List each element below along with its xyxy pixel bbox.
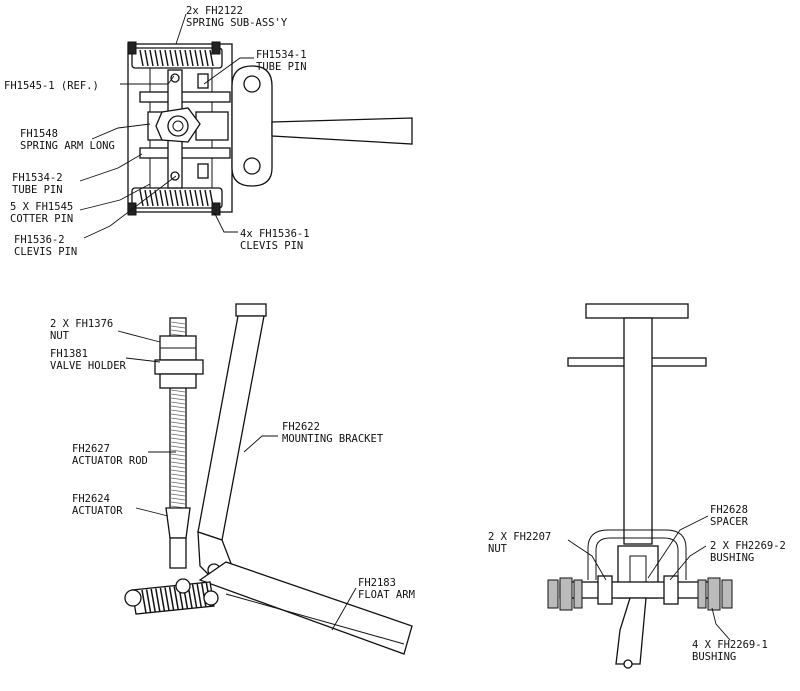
- side-view: [124, 303, 413, 655]
- float-arm-front: [615, 597, 647, 665]
- side-spring: [124, 578, 219, 615]
- u-bracket: [587, 529, 687, 580]
- axle: [559, 581, 719, 599]
- nut-right: [663, 575, 679, 605]
- valve-holder-shape: [154, 359, 204, 375]
- top-view: [127, 41, 413, 216]
- nut-left: [597, 575, 613, 605]
- leader-lines: [79, 13, 731, 641]
- top-cap: [585, 303, 689, 319]
- top-spring: [127, 41, 223, 69]
- front-view: [547, 303, 733, 669]
- actuator-shape: [165, 507, 191, 539]
- callout-fh1545-ref: FH1545-1 (REF.): [4, 80, 99, 92]
- float-arm-side: [198, 561, 413, 655]
- mounting-plate: [231, 65, 273, 187]
- nut-lower: [159, 373, 197, 389]
- float-arm-top: [271, 117, 413, 145]
- bushings: [547, 577, 733, 611]
- center-post: [623, 317, 653, 545]
